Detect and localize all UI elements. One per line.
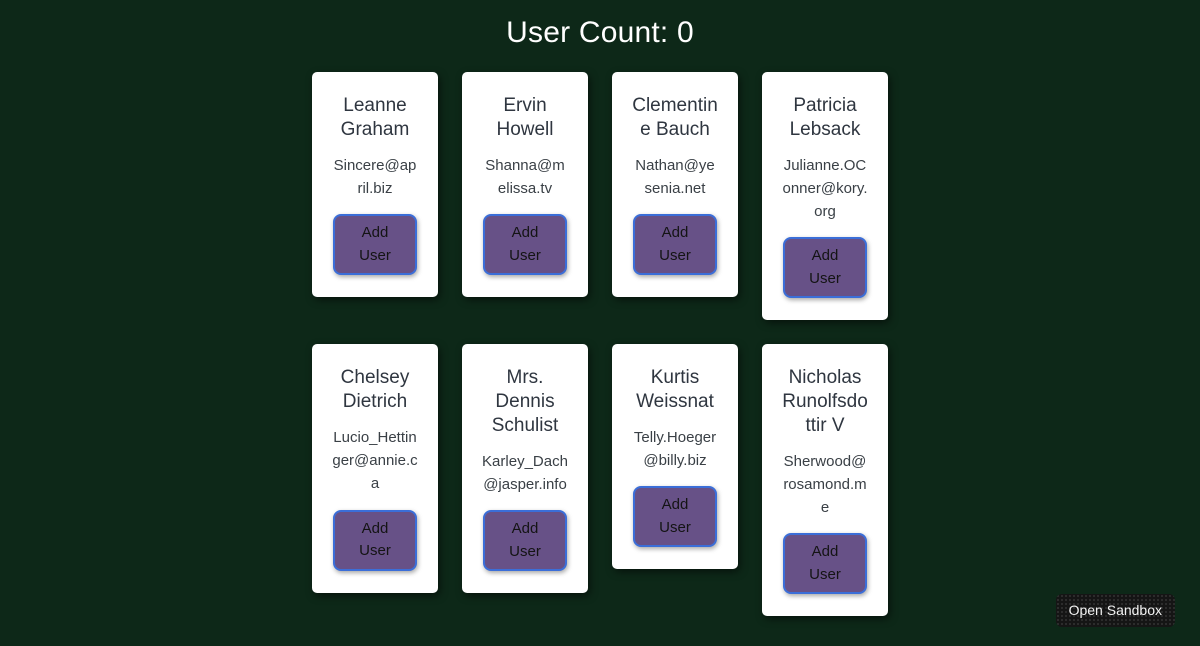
add-user-button[interactable]: Add User (333, 509, 417, 571)
user-name: Nicholas Runolfsdottir V (782, 367, 868, 436)
user-name: Kurtis Weissnat (636, 367, 714, 412)
user-name: Ervin Howell (496, 95, 554, 140)
page-title: User Count: 0 (506, 16, 694, 49)
add-user-button[interactable]: Add User (633, 214, 717, 275)
user-email: Sherwood@rosamond.me (783, 452, 867, 517)
add-user-button[interactable]: Add User (783, 237, 867, 299)
add-user-button[interactable]: Add User (783, 533, 867, 595)
user-name: Leanne Graham (340, 95, 410, 140)
user-email: Telly.Hoeger@billy.biz (633, 428, 717, 469)
user-card: Patricia Lebsack Julianne.OConner@kory.o… (762, 72, 888, 321)
user-email: Shanna@melissa.tv (485, 156, 565, 197)
add-user-button[interactable]: Add User (633, 486, 717, 548)
add-user-button[interactable]: Add User (333, 214, 417, 275)
add-user-button[interactable]: Add User (483, 510, 567, 571)
user-email: Sincere@april.biz (333, 156, 417, 197)
user-card: Chelsey Dietrich Lucio_Hettinger@annie.c… (312, 344, 438, 593)
user-email: Karley_Dach@jasper.info (482, 452, 568, 493)
user-card: Ervin Howell Shanna@melissa.tv Add User (462, 72, 588, 297)
user-card: Leanne Graham Sincere@april.biz Add User (312, 72, 438, 297)
user-card: Kurtis Weissnat Telly.Hoeger@billy.biz A… (612, 344, 738, 570)
user-card: Mrs. Dennis Schulist Karley_Dach@jasper.… (462, 344, 588, 593)
user-card-grid: Leanne Graham Sincere@april.biz Add User… (300, 60, 900, 628)
user-name: Patricia Lebsack (789, 95, 861, 140)
add-user-button[interactable]: Add User (483, 214, 567, 275)
user-email: Nathan@yesenia.net (635, 156, 715, 197)
user-card: Clementine Bauch Nathan@yesenia.net Add … (612, 72, 738, 297)
open-sandbox-button[interactable]: Open Sandbox (1055, 594, 1175, 627)
user-card: Nicholas Runolfsdottir V Sherwood@rosamo… (762, 344, 888, 617)
user-name: Mrs. Dennis Schulist (491, 367, 559, 436)
user-email: Julianne.OConner@kory.org (782, 156, 868, 221)
user-name: Chelsey Dietrich (340, 367, 410, 412)
user-name: Clementine Bauch (632, 95, 718, 140)
user-email: Lucio_Hettinger@annie.ca (332, 428, 418, 493)
